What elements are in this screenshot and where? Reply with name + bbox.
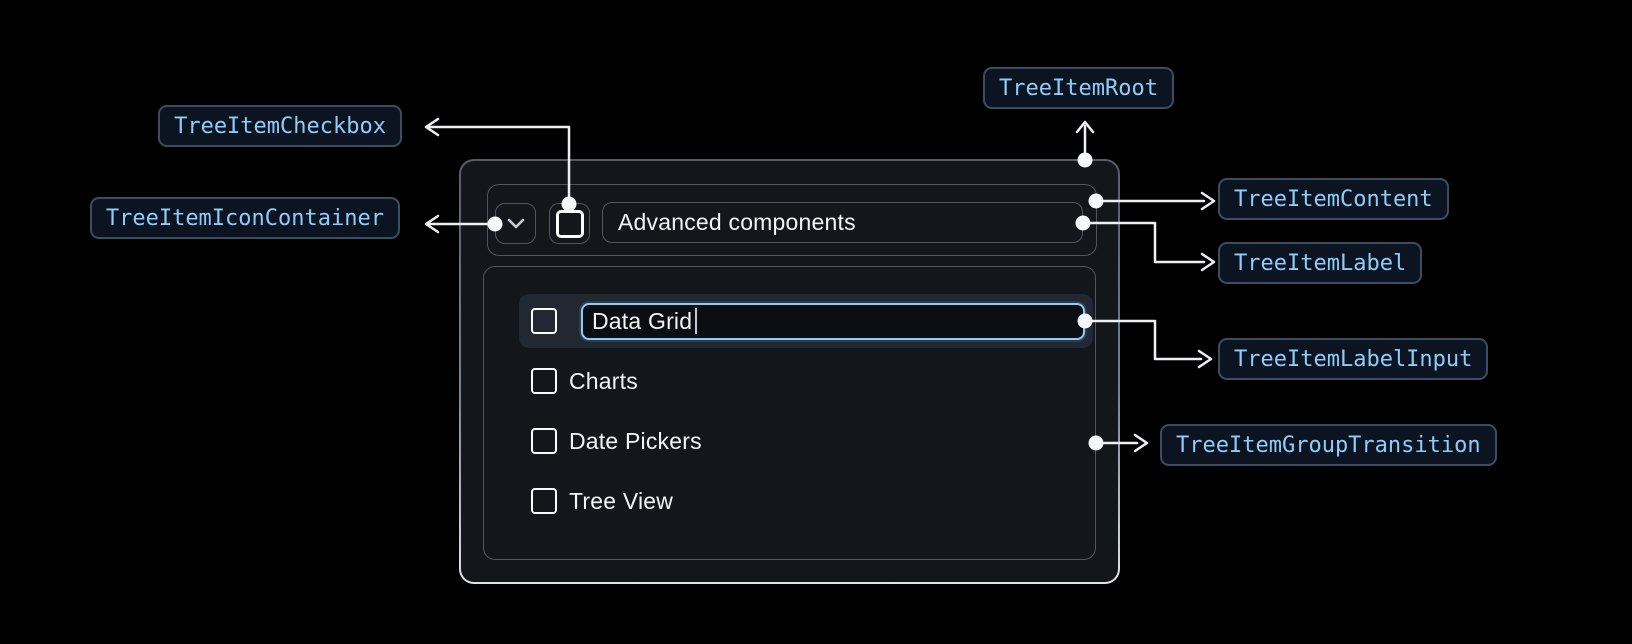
- annotation-chip-label: TreeItemLabel: [1218, 242, 1423, 284]
- label-input-value: Data Grid: [592, 307, 693, 334]
- arrowhead-right-icon: [1200, 252, 1216, 272]
- arrowhead-up-icon: [1075, 120, 1095, 134]
- tree-item-group-transition: [483, 266, 1096, 560]
- parent-item-label: Advanced components: [618, 209, 856, 235]
- checkbox-unchecked-icon: [555, 209, 584, 238]
- tree-item-label-input[interactable]: Data Grid: [581, 302, 1085, 340]
- annotation-chip-checkbox: TreeItemCheckbox: [158, 105, 402, 147]
- arrowhead-right-icon: [1133, 433, 1149, 453]
- arrowhead-right-icon: [1200, 191, 1216, 211]
- tree-item-checkbox[interactable]: [549, 203, 590, 244]
- annotation-chip-content: TreeItemContent: [1218, 178, 1449, 220]
- tree-row[interactable]: Date Pickers: [519, 414, 1093, 468]
- arrowhead-right-icon: [1197, 349, 1213, 369]
- checkbox-unchecked-icon[interactable]: [531, 428, 557, 454]
- arrowhead-left-icon: [424, 214, 440, 234]
- tree-item-label-text: Tree View: [569, 487, 674, 514]
- tree-item-root: [459, 159, 1120, 584]
- tree-item-label[interactable]: Advanced components: [602, 202, 1083, 243]
- tree-item-label-text: Charts: [569, 367, 638, 394]
- tree-item-icon-container[interactable]: [495, 203, 536, 244]
- tree-row[interactable]: Charts: [519, 354, 1093, 408]
- checkbox-unchecked-icon[interactable]: [531, 308, 557, 334]
- annotation-chip-root: TreeItemRoot: [983, 67, 1174, 109]
- text-cursor: [695, 308, 698, 334]
- tree-item-root-surface: [461, 161, 1118, 582]
- annotation-chip-group-transition: TreeItemGroupTransition: [1160, 424, 1497, 466]
- tree-row-editing[interactable]: Data Grid: [519, 294, 1093, 348]
- tree-row[interactable]: Tree View: [519, 474, 1093, 528]
- annotation-chip-label-input: TreeItemLabelInput: [1218, 338, 1489, 380]
- arrowhead-left-icon: [424, 117, 440, 137]
- tree-item-label-text: Date Pickers: [569, 427, 702, 454]
- checkbox-unchecked-icon[interactable]: [531, 488, 557, 514]
- annotation-chip-icon-container: TreeItemIconContainer: [89, 197, 400, 239]
- checkbox-unchecked-icon[interactable]: [531, 368, 557, 394]
- chevron-down-icon: [507, 218, 525, 229]
